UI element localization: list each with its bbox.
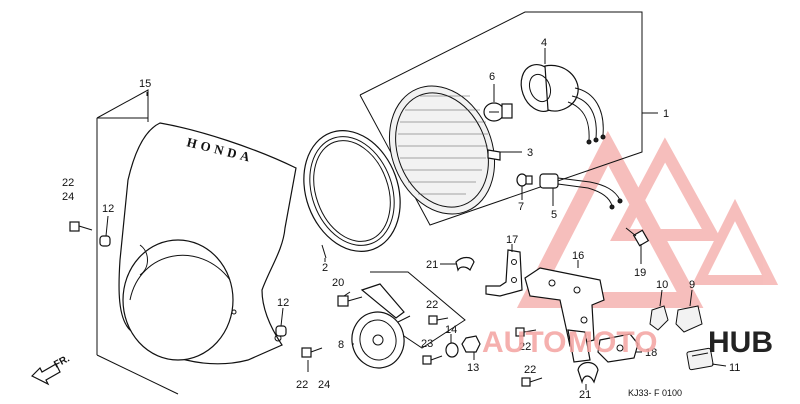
grommet-12-left <box>99 235 111 247</box>
callout-14: 14 <box>445 324 457 336</box>
clamp-18 <box>597 333 639 363</box>
callout-22-bottom: 22 <box>296 379 308 391</box>
collar-14 <box>445 342 459 358</box>
headlight-unit <box>388 85 501 215</box>
grommet-11 <box>686 347 714 371</box>
front-direction-arrow: FR. <box>30 353 72 386</box>
bolt-22-24-lower <box>301 347 323 358</box>
callout-15: 15 <box>139 78 151 90</box>
watermark-logo <box>516 130 779 308</box>
callout-19: 19 <box>634 267 646 279</box>
nut-13 <box>461 335 481 353</box>
bolt-22-lower <box>521 377 543 387</box>
assembly-outline-1 <box>359 11 643 226</box>
stay-17 <box>485 249 523 297</box>
callout-17: 17 <box>506 234 518 246</box>
callout-5: 5 <box>551 209 557 221</box>
callout-24-bottom: 24 <box>318 379 330 391</box>
headlight-bulb <box>483 102 513 122</box>
callout-9: 9 <box>689 279 695 291</box>
headlight-rim <box>303 130 401 259</box>
callout-12-left: 12 <box>102 203 114 215</box>
bolt-22-bracket <box>515 327 537 337</box>
watermark-auto: AUTO <box>482 326 566 359</box>
callout-4: 4 <box>541 37 547 49</box>
watermark-moto: MOTO <box>568 326 657 359</box>
figure-code: KJ33- F 0100 <box>628 388 682 398</box>
callout-22-bracket: 22 <box>519 341 531 353</box>
callout-11: 11 <box>729 362 740 374</box>
front-direction-label: FR. <box>52 353 72 370</box>
callout-22-upper: 22 <box>62 177 74 189</box>
watermark-hub: HUB <box>708 326 773 359</box>
callout-7: 7 <box>518 201 524 213</box>
watermark-text: AUTO MOTO HUB <box>482 326 773 359</box>
bolt-22-24-upper <box>69 221 93 232</box>
callout-12-right: 12 <box>277 297 289 309</box>
callout-13: 13 <box>467 362 479 374</box>
callout-2: 2 <box>322 262 328 274</box>
leader-lines <box>105 48 727 390</box>
callout-3: 3 <box>527 147 533 159</box>
bolt-22-horn <box>428 315 449 325</box>
callout-6: 6 <box>489 71 495 83</box>
horn <box>351 283 411 369</box>
callout-21-upper: 21 <box>426 259 438 271</box>
bolt-19 <box>625 227 650 247</box>
callout-22-lower: 22 <box>524 364 536 376</box>
callout-16: 16 <box>572 250 584 262</box>
callout-10: 10 <box>656 279 668 291</box>
position-socket <box>539 173 623 210</box>
callout-20: 20 <box>332 277 344 289</box>
callout-8: 8 <box>338 339 344 351</box>
bolt-23 <box>422 355 443 365</box>
rubber-9 <box>675 305 703 333</box>
clip-21-lower <box>577 361 599 385</box>
headlight-cover: HONDA <box>96 89 297 395</box>
assembly-outline-horn <box>370 271 466 349</box>
callout-24-upper: 24 <box>62 191 74 203</box>
callout-22-horn: 22 <box>426 299 438 311</box>
callout-1: 1 <box>663 108 669 120</box>
callout-23: 23 <box>421 338 433 350</box>
callout-21-lower: 21 <box>579 389 591 401</box>
rubber-10 <box>649 305 669 331</box>
bolt-20 <box>337 295 363 307</box>
position-bulb <box>516 173 533 187</box>
bulb-socket <box>520 64 606 145</box>
clip-21-upper <box>455 256 475 272</box>
grommet-12-right <box>275 325 287 337</box>
callout-labels: 1 2 3 4 5 6 7 8 9 10 11 12 12 13 14 15 1… <box>62 37 740 401</box>
headlight-bracket <box>524 267 605 363</box>
callout-18: 18 <box>645 347 657 359</box>
